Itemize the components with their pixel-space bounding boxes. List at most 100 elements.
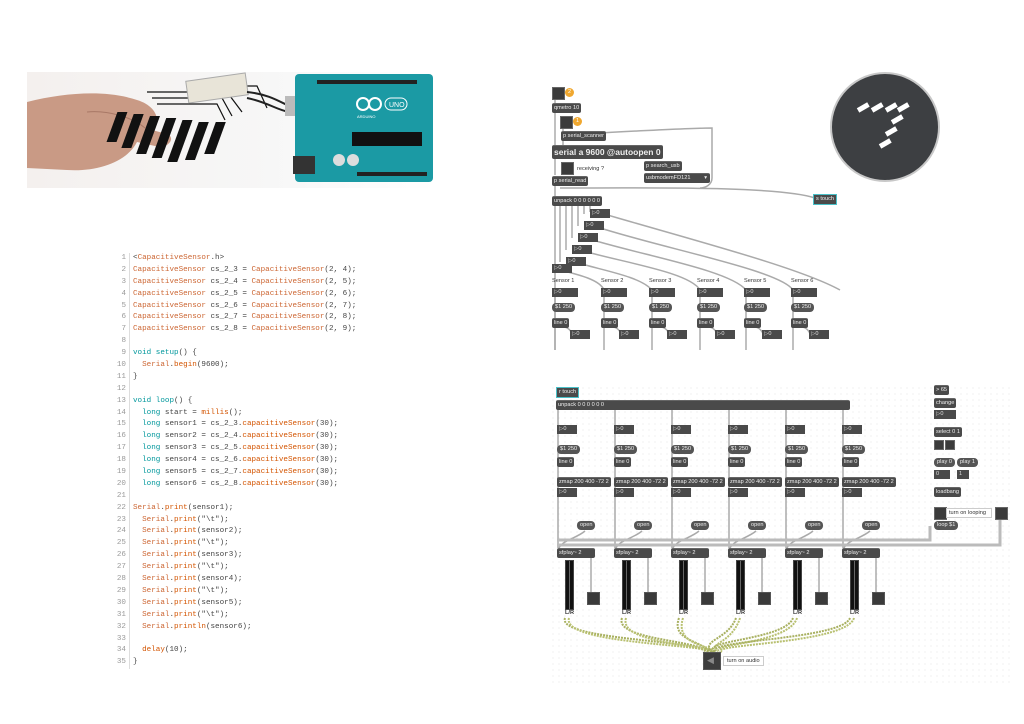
sensor-number[interactable]: ▷0 bbox=[649, 288, 675, 297]
unpack-object-bottom[interactable]: unpack 0 0 0 0 0 0 bbox=[556, 400, 850, 410]
ramp-message[interactable]: $1 250 bbox=[601, 303, 625, 312]
zmap-number[interactable]: ▷0 bbox=[842, 488, 862, 497]
audio-toggle[interactable]: ◀ bbox=[703, 652, 721, 670]
sensor-output-number[interactable]: ▷0 bbox=[715, 330, 735, 339]
play-1-message[interactable]: play 1 bbox=[957, 458, 978, 467]
code-text: Serial.print(sensor5); bbox=[142, 598, 243, 607]
line-object[interactable]: line 0 bbox=[614, 457, 632, 467]
receive-touch-object[interactable]: r touch bbox=[556, 387, 580, 398]
zmap-number[interactable]: ▷0 bbox=[785, 488, 805, 497]
select-bang-0[interactable] bbox=[934, 440, 944, 450]
send-touch-object[interactable]: s touch bbox=[813, 194, 838, 205]
ramp-message[interactable]: $1 250 bbox=[649, 303, 673, 312]
line-object[interactable]: line 0 bbox=[785, 457, 803, 467]
zmap-number[interactable]: ▷0 bbox=[728, 488, 748, 497]
unpack-object[interactable]: unpack 0 0 0 0 0 0 bbox=[552, 196, 603, 206]
channel-number[interactable]: ▷0 bbox=[728, 425, 748, 434]
msg-1-number[interactable]: 1 bbox=[957, 470, 969, 479]
sfplay-object[interactable]: sfplay~ 2 bbox=[728, 548, 766, 558]
zmap-number[interactable]: ▷0 bbox=[614, 488, 634, 497]
zmap-object[interactable]: zmap 200 400 -72 2 bbox=[842, 477, 896, 487]
select-object[interactable]: select 0 1 bbox=[934, 427, 962, 437]
sensor-output-number[interactable]: ▷0 bbox=[667, 330, 687, 339]
zmap-object[interactable]: zmap 200 400 -72 2 bbox=[614, 477, 668, 487]
channel-number[interactable]: ▷0 bbox=[842, 425, 862, 434]
zmap-number[interactable]: ▷0 bbox=[557, 488, 577, 497]
loadbang-object[interactable]: loadbang bbox=[934, 487, 962, 497]
channel-number[interactable]: ▷0 bbox=[671, 425, 691, 434]
line-object[interactable]: line 0 bbox=[649, 318, 667, 328]
sensor-output-number[interactable]: ▷0 bbox=[570, 330, 590, 339]
ramp-message[interactable]: $1 250 bbox=[842, 445, 866, 454]
zmap-object[interactable]: zmap 200 400 -72 2 bbox=[728, 477, 782, 487]
sensor-number[interactable]: ▷0 bbox=[744, 288, 770, 297]
ramp-message[interactable]: $1 250 bbox=[552, 303, 576, 312]
threshold-number[interactable]: ▷0 bbox=[934, 410, 956, 419]
line-object[interactable]: line 0 bbox=[601, 318, 619, 328]
sensor-output-number[interactable]: ▷0 bbox=[809, 330, 829, 339]
sensor-number[interactable]: ▷0 bbox=[791, 288, 817, 297]
line-object[interactable]: line 0 bbox=[671, 457, 689, 467]
sfplay-object[interactable]: sfplay~ 2 bbox=[557, 548, 595, 558]
ramp-message[interactable]: $1 250 bbox=[557, 445, 581, 454]
serial-read-object[interactable]: p serial_read bbox=[552, 176, 589, 186]
metro-toggle[interactable] bbox=[552, 87, 565, 100]
open-message[interactable]: open bbox=[634, 521, 653, 530]
serial-object[interactable]: serial a 9600 @autoopen 0 bbox=[552, 145, 663, 159]
sfplay-object[interactable]: sfplay~ 2 bbox=[614, 548, 652, 558]
line-object[interactable]: line 0 bbox=[791, 318, 809, 328]
play-0-message[interactable]: play 0 bbox=[934, 458, 955, 467]
port-menu[interactable]: usbmodemFD121 ▾ bbox=[644, 173, 710, 183]
unpack-number-5[interactable]: ▷0 bbox=[566, 257, 586, 266]
channel-number[interactable]: ▷0 bbox=[557, 425, 577, 434]
ramp-message[interactable]: $1 250 bbox=[728, 445, 752, 454]
sfplay-object[interactable]: sfplay~ 2 bbox=[785, 548, 823, 558]
line-object[interactable]: line 0 bbox=[728, 457, 746, 467]
msg-0-number[interactable]: 0 bbox=[934, 470, 950, 479]
ramp-message[interactable]: $1 250 bbox=[744, 303, 768, 312]
sfplay-object[interactable]: sfplay~ 2 bbox=[671, 548, 709, 558]
serial-scanner-object[interactable]: p serial_scanner bbox=[561, 131, 607, 141]
search-usb-object[interactable]: p search_usb bbox=[644, 161, 682, 171]
sensor-output-number[interactable]: ▷0 bbox=[762, 330, 782, 339]
line-object[interactable]: line 0 bbox=[552, 318, 570, 328]
sensor-number[interactable]: ▷0 bbox=[552, 288, 578, 297]
zmap-object[interactable]: zmap 200 400 -72 2 bbox=[557, 477, 611, 487]
unpack-number-3[interactable]: ▷0 bbox=[578, 233, 598, 242]
unpack-number-4[interactable]: ▷0 bbox=[572, 245, 592, 254]
line-object[interactable]: line 0 bbox=[557, 457, 575, 467]
sfplay-object[interactable]: sfplay~ 2 bbox=[842, 548, 880, 558]
open-message[interactable]: open bbox=[862, 521, 881, 530]
threshold-object[interactable]: > 65 bbox=[934, 385, 950, 395]
sensor-number[interactable]: ▷0 bbox=[601, 288, 627, 297]
line-object[interactable]: line 0 bbox=[744, 318, 762, 328]
open-message[interactable]: open bbox=[577, 521, 596, 530]
unpack-number-2[interactable]: ▷0 bbox=[584, 221, 604, 230]
zmap-number[interactable]: ▷0 bbox=[671, 488, 691, 497]
open-message[interactable]: open bbox=[805, 521, 824, 530]
sensor-output-number[interactable]: ▷0 bbox=[619, 330, 639, 339]
loop-message[interactable]: loop $1 bbox=[934, 521, 959, 530]
change-object[interactable]: change bbox=[934, 398, 957, 408]
ramp-message[interactable]: $1 250 bbox=[785, 445, 809, 454]
unpack-number-1[interactable]: ▷0 bbox=[590, 209, 610, 218]
open-message[interactable]: open bbox=[748, 521, 767, 530]
channel-number[interactable]: ▷0 bbox=[614, 425, 634, 434]
ramp-message[interactable]: $1 250 bbox=[697, 303, 721, 312]
line-object[interactable]: line 0 bbox=[842, 457, 860, 467]
unpack-number-6[interactable]: ▷0 bbox=[552, 264, 572, 273]
zmap-object[interactable]: zmap 200 400 -72 2 bbox=[785, 477, 839, 487]
ramp-message[interactable]: $1 250 bbox=[671, 445, 695, 454]
qmetro-object[interactable]: qmetro 10 bbox=[552, 103, 582, 113]
open-message[interactable]: open bbox=[691, 521, 710, 530]
sensor-number[interactable]: ▷0 bbox=[697, 288, 723, 297]
select-bang-1[interactable] bbox=[945, 440, 955, 450]
scanner-toggle[interactable] bbox=[560, 116, 573, 129]
ramp-message[interactable]: $1 250 bbox=[614, 445, 638, 454]
looping-toggle-2[interactable] bbox=[995, 507, 1008, 520]
ramp-message[interactable]: $1 250 bbox=[791, 303, 815, 312]
channel-number[interactable]: ▷0 bbox=[785, 425, 805, 434]
zmap-object[interactable]: zmap 200 400 -72 2 bbox=[671, 477, 725, 487]
line-object[interactable]: line 0 bbox=[697, 318, 715, 328]
